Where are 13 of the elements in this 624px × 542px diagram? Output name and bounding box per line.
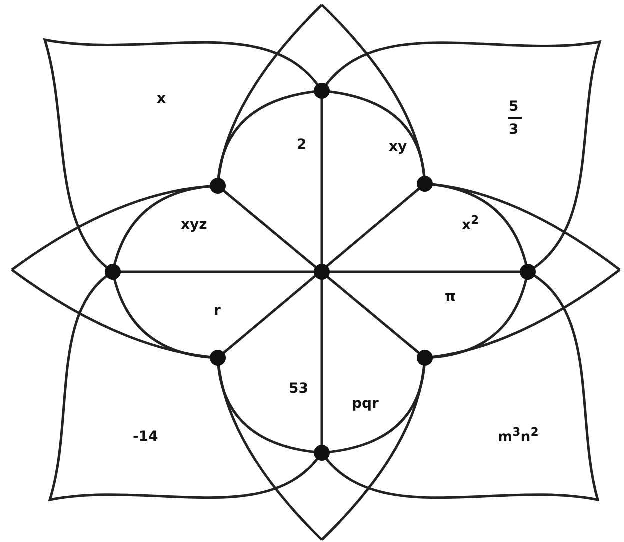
- number-label: 53: [289, 382, 308, 396]
- number-label: -14: [133, 430, 158, 444]
- variable-label: x: [157, 92, 166, 106]
- pi-symbol: π: [445, 290, 456, 304]
- numerator: 5: [509, 100, 519, 114]
- number-label: 2: [297, 138, 307, 152]
- denominator: 3: [509, 123, 519, 137]
- power-label: m$^{3}$n$^{2}$: [498, 427, 539, 445]
- power-label: x$^{2}$: [462, 215, 480, 233]
- variable-label: r: [214, 304, 221, 318]
- variable-label: xyz: [181, 218, 208, 232]
- variable-label: xy: [389, 140, 408, 154]
- variable-label: pqr: [352, 397, 379, 411]
